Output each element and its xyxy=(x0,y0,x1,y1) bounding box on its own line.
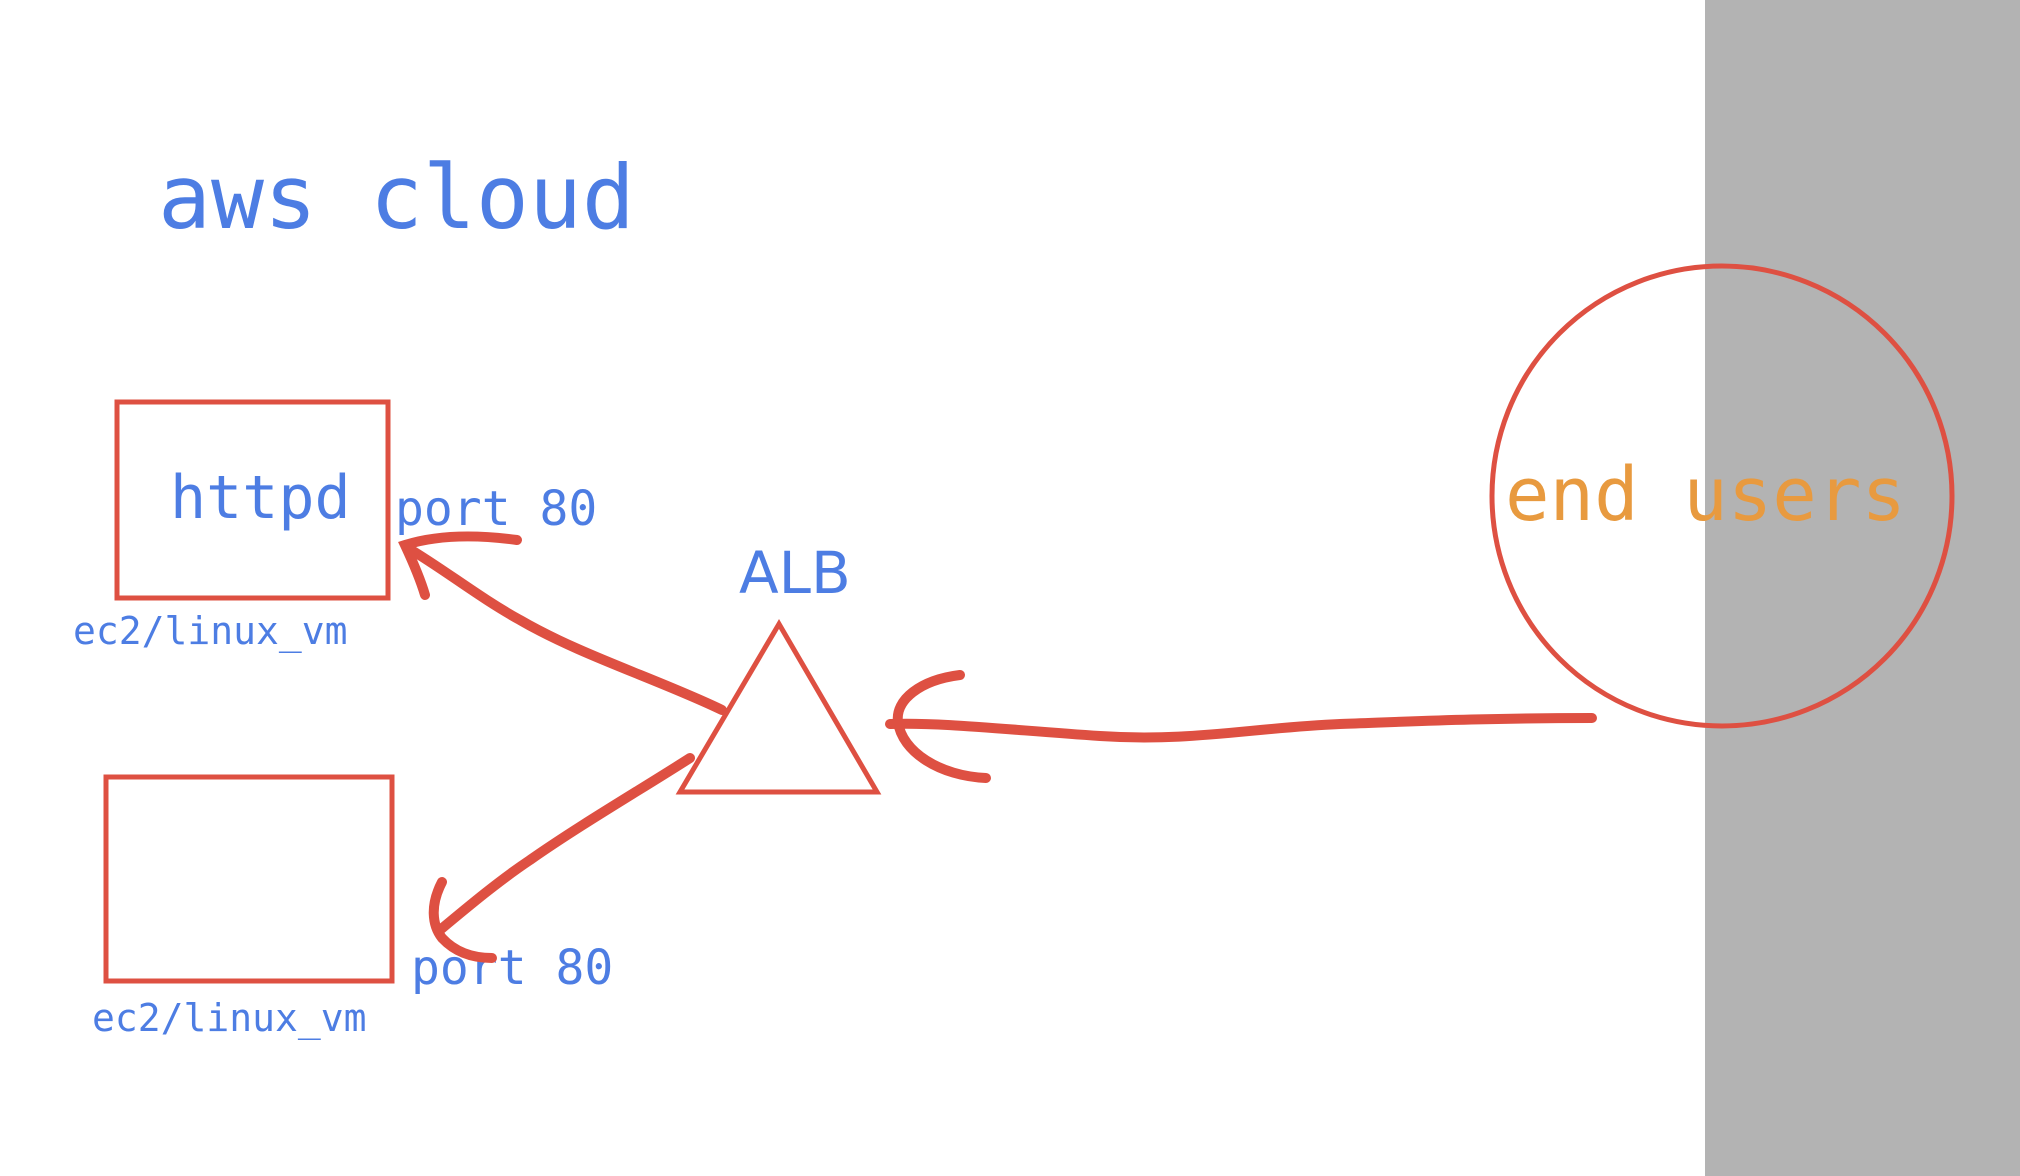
vm-bottom-caption: ec2/linux_vm xyxy=(92,996,367,1041)
end-users-label: end users xyxy=(1505,452,1906,538)
arrow-users-to-alb xyxy=(885,713,1597,743)
vm-top-box xyxy=(114,399,391,601)
alb-triangle-icon xyxy=(675,619,882,795)
vm-top-port-label: port 80 xyxy=(395,481,597,537)
vm-top-caption: ec2/linux_vm xyxy=(73,609,348,654)
vm-bottom-box xyxy=(103,774,395,984)
external-user-zone xyxy=(1705,0,2020,1176)
diagram-title: aws cloud xyxy=(158,146,635,249)
arrowhead-users-to-alb xyxy=(892,670,991,783)
vm-top-service-label: httpd xyxy=(170,463,351,533)
end-users-circle xyxy=(1489,263,1955,729)
vm-bottom-port-label: port 80 xyxy=(411,940,613,996)
alb-label: ALB xyxy=(739,539,851,607)
arrow-alb-to-vm-top xyxy=(403,543,727,715)
arrowhead-alb-to-vm-top xyxy=(398,531,522,600)
arrowhead-alb-to-vm-bottom xyxy=(428,877,497,963)
arrow-alb-to-vm-bottom xyxy=(435,753,695,935)
